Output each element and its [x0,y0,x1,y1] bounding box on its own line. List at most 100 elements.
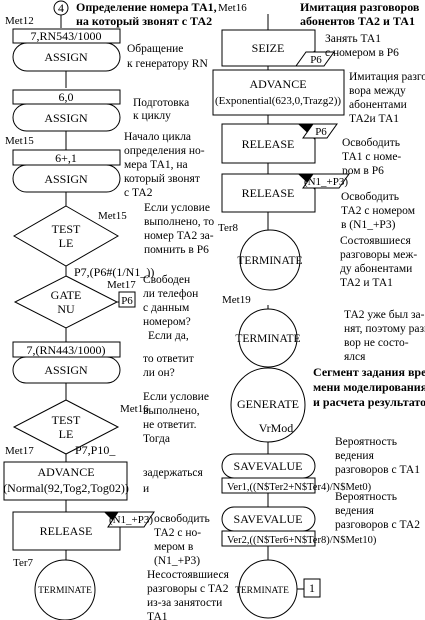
segment-title-line2: мени моделирования [313,380,425,394]
ann-ter7-line1: Несостоявшиеся [147,569,230,581]
ann-ter8-line1: Состоявшиеся [340,235,411,247]
assign3-params: 6+,1 [55,151,77,165]
advance-block-right [212,69,345,116]
left-title-line1: Определение номера ТА1, [76,0,217,14]
ann-assign1-line1: Обращение [127,43,183,55]
ann-release1-line2: ТА1 с номе- [342,151,401,163]
seize-label: SEIZE [252,41,285,55]
ann-gate-line1: Свободен [143,274,190,286]
ann-advance-r-line4: ТА2и ТА1 [349,113,399,125]
generate-label: GENERATE [237,397,299,411]
ann-assign1-line2: к генератору RN [127,58,208,70]
label-ter7: Ter7 [13,557,33,569]
test2-cond: LE [59,427,74,441]
ann-test1-line2: выполнено, то [144,216,214,228]
release-left-label: RELEASE [40,524,93,538]
ann-assign3-line3: мера ТА1, на [124,159,188,171]
release-right-2-param-box [302,173,350,189]
segment-title-line1: Сегмент задания вре- [313,365,425,379]
ann-release1-line1: Освободить [342,137,400,149]
ann-gate-line4: номером? [143,316,191,328]
gate-param: P6 [121,295,133,307]
ann-test1-line3: номер ТА2 за- [144,230,214,242]
advance-right-params: (Exponential(623,0,Trazg2)) [215,95,341,107]
connector-number: 4 [58,1,64,15]
ann-ter7-line3: из-за занятости [147,597,222,609]
advance-left-label: ADVANCE [37,465,94,479]
terminate-right-2-label: TERMINATE [235,333,300,345]
ann-assign2-line2: к циклу [133,110,171,122]
ann-assign2-line1: Подготовка [133,97,189,109]
ann-sv2-line3: разговоров с ТА2 [335,519,420,531]
ann-release-line2: ТА2 с но- [154,527,201,539]
ann-release-line4: (N1_+P3) [154,555,200,567]
ann-test2-line3: не ответит. [143,419,197,431]
segment-title-line3: и расчета результатов [313,395,425,409]
ann-sv1-line1: Вероятность [335,436,397,448]
label-ter8: Ter8 [218,222,238,234]
test1-operands: P7,(P6#(1/N1_)) [74,265,154,279]
ann-gate-line8: ли он? [143,367,175,379]
test2-target-label: Met16 [120,403,149,415]
ann-seize-line2: с номером в Р6 [325,47,399,59]
ann-assign3-line5: с ТА2 [124,187,153,199]
release-right-1-label: RELEASE [242,137,295,151]
ann-test2-line1: Если условие [143,391,209,403]
ann-gate-line7: то ответит [143,353,194,365]
assign4-params: 7,(RN443/1000) [27,343,106,357]
release-left-param: (N1_+P3) [109,514,153,526]
advance-right-label: ADVANCE [249,77,306,91]
release-block-right-2 [221,173,316,213]
ann-assign3-line1: Начало цикла [124,131,191,143]
ann-advance-line1: задержаться [143,467,203,479]
ann-ter7-line4: ТА1 [147,611,168,620]
ann-sv1-line2: ведения [335,450,375,462]
test1-op: TEST [52,222,81,236]
ann-release2-line3: в (N1_+P3) [341,219,396,231]
ann-ter8-line4: ТА2 и ТА1 [340,277,393,289]
ann-sv1-line3: разговоров с ТА1 [335,464,420,476]
test1-cond: LE [59,236,74,250]
left-title-line2: на который звонят с ТА2 [76,14,212,28]
ann-assign3-line2: определения но- [124,145,205,157]
ann-met19-line4: ялся [344,351,366,363]
ann-advance-r-line2: вора между [349,85,406,97]
terminate-right-1 [239,229,301,291]
ann-release-line1: освободить [154,513,210,525]
assign2-label: ASSIGN [44,111,88,125]
ann-met19-line1: ТА2 уже был за- [344,309,425,321]
ann-gate-line3: с данным [143,302,190,314]
seize-param: P6 [310,54,322,66]
advance-block-left [3,461,128,501]
ann-advance-r-line1: Имитация разго- [349,71,425,83]
ann-advance-line2: и [143,483,149,495]
assign2-params: 6,0 [59,90,74,104]
release-right-2-param: (N1_+P3) [304,176,348,188]
assign4-label: ASSIGN [44,363,88,377]
ann-ter7-line2: разговоры с ТА2 [147,583,229,595]
ann-gate-line2: ли телефон [143,288,198,300]
ann-met19-line3: вор не состо- [344,337,409,349]
ann-seize-line1: Занять ТА1 [325,33,381,45]
release-left-param-box [107,511,155,528]
ann-assign3-line4: который звонят [124,173,200,185]
ann-advance-r-line3: абонентами [349,99,407,111]
release-right-2-label: RELEASE [242,186,295,200]
terminate-left-label: TERMINATE [38,586,92,596]
label-met12: Met12 [5,15,34,27]
assign3-label: ASSIGN [44,172,88,186]
ann-release-line3: мером в [154,541,194,553]
label-met15: Met15 [5,135,34,147]
generate-param: VrMod [259,421,294,435]
terminate-right-3-label: TERMINATE [235,586,289,596]
ann-met19-line2: нят, поэтому разго- [344,323,425,335]
savevalue2-label: SAVEVALUE [234,512,303,526]
savevalue2-param: Ver2,((N$Ter6+N$Ter8)/N$Met10) [227,535,377,546]
release-right-1-param: P6 [315,126,327,138]
ann-ter8-line3: ду абонентами [340,263,412,275]
gate-param-box [118,291,136,308]
release-right-1-param-box [302,123,338,139]
label-met17: Met17 [5,445,34,457]
